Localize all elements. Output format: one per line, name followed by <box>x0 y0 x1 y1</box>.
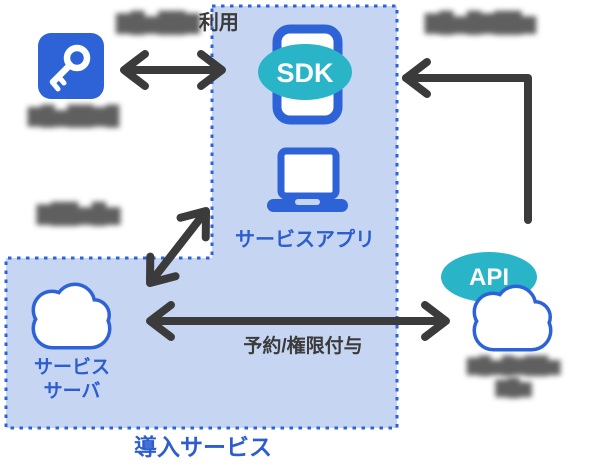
service-server-line2: サーバ <box>43 381 101 402</box>
arrow-server-app <box>146 207 210 287</box>
redacted-text: ▇█▆█▇██▆ <box>424 12 536 34</box>
sdk-badge-label: SDK <box>276 58 334 88</box>
redacted-text: ▇█▆█▇██▆ <box>466 356 560 375</box>
arrow-cloud-to-sdk <box>402 58 532 224</box>
key-icon <box>38 33 104 99</box>
sdk-badge-ellipse <box>258 44 352 100</box>
usage-suffix-text: 利用 <box>198 12 239 34</box>
server-cloud-icon <box>31 282 112 350</box>
key-usage-arrow-label: ▇█▆██▇利用 <box>100 12 255 35</box>
redacted-text: ▇█▆██▇ <box>116 12 200 34</box>
redacted-text: ▇█▆ <box>495 378 531 397</box>
redacted-text: ▇██▆█▆ <box>36 203 121 225</box>
service-server-label: サービス サーバ <box>12 356 132 404</box>
service-server-line1: サービス <box>33 357 110 378</box>
zone-caption: 導入サービス <box>134 434 272 460</box>
service-app-label: サービスアプリ <box>235 229 375 251</box>
arrows-layer <box>120 50 532 341</box>
redacted-text: ▇█▆██▇█ <box>27 106 120 127</box>
external-cloud-label: ▇█▆█▇██▆ ▇█▆ <box>438 355 588 399</box>
key-device-label: ▇█▆██▇█ <box>8 106 138 128</box>
laptop-icon <box>267 147 348 212</box>
api-badge-label: API <box>468 264 509 291</box>
reservation-arrow-label: 予約/権限付与 <box>243 336 363 357</box>
api-cloud-icon <box>472 284 553 352</box>
cloud-arrow-label: ▇█▆█▇██▆ <box>405 12 555 35</box>
server-app-arrow-label: ▇██▆█▆ <box>8 203 148 226</box>
